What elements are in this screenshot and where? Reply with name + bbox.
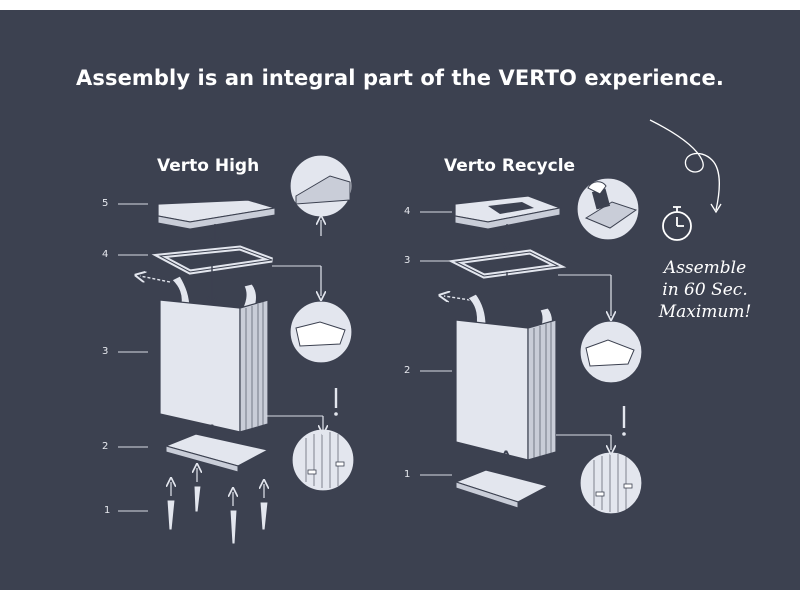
high-detail-lid-circle <box>289 154 353 236</box>
high-leader-lines <box>118 203 148 512</box>
curly-arrow-icon <box>649 119 720 211</box>
recycle-detail-lid-circle <box>576 177 640 241</box>
assembly-illustration <box>118 119 722 545</box>
recycle-pull-arrow <box>444 296 471 300</box>
recycle-part-number-1: 1 <box>404 469 411 480</box>
recycle-body <box>455 319 557 461</box>
high-pull-arrow <box>140 276 171 283</box>
high-frame <box>151 245 273 275</box>
high-detail-base-circle <box>266 388 355 492</box>
high-body <box>159 299 269 433</box>
recycle-detail-base-circle <box>556 406 643 515</box>
high-feet <box>166 485 269 545</box>
high-part-number-4: 4 <box>102 249 109 260</box>
recycle-frame <box>447 249 567 279</box>
recycle-leader-lines <box>420 211 452 476</box>
verto-recycle-heading: Verto Recycle <box>444 156 576 176</box>
high-feet-arrows <box>171 468 264 506</box>
recycle-lid <box>454 195 563 230</box>
recycle-base <box>454 469 550 509</box>
recycle-part-number-2: 2 <box>404 365 411 376</box>
recycle-part-number-3: 3 <box>404 255 411 266</box>
high-lid <box>157 199 276 230</box>
diagram-canvas: Assembly is an integral part of the VERT… <box>0 10 800 590</box>
high-part-number-2: 2 <box>102 441 109 452</box>
note-line-2: in 60 Sec. <box>662 280 748 300</box>
note-line-3: Maximum! <box>658 302 752 322</box>
verto-high-heading: Verto High <box>157 156 260 176</box>
stopwatch-icon <box>662 206 692 241</box>
high-part-number-3: 3 <box>102 346 109 357</box>
note-line-1: Assemble <box>663 258 747 278</box>
high-part-number-1: 1 <box>104 505 111 516</box>
high-detail-frame-circle <box>272 265 353 364</box>
high-part-number-5: 5 <box>102 198 109 209</box>
page-title: Assembly is an integral part of the VERT… <box>76 66 724 90</box>
recycle-detail-frame-circle <box>558 274 643 384</box>
high-base <box>164 433 270 473</box>
recycle-part-number-4: 4 <box>404 206 411 217</box>
